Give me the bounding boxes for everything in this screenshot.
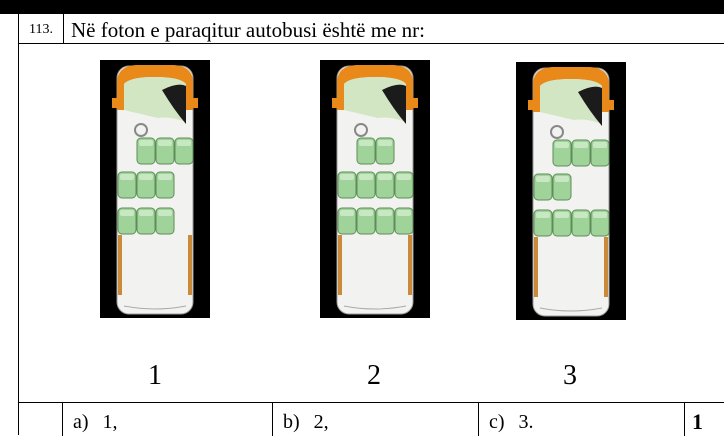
option-letter: b) — [283, 411, 300, 433]
seat-headrest — [359, 174, 373, 180]
question-header: 113. Në foton e paraqitur autobusi është… — [18, 14, 724, 44]
left-mirror — [528, 100, 533, 110]
seat-headrest — [359, 210, 373, 216]
cab-roof — [337, 65, 413, 110]
left-mirror — [332, 98, 337, 108]
seat-headrest — [378, 174, 392, 180]
bus-image-1[interactable] — [100, 60, 210, 318]
seat-headrest — [177, 140, 191, 146]
seat-headrest — [555, 176, 569, 182]
seat-headrest — [359, 140, 373, 146]
option-letter: a) — [73, 411, 89, 433]
seat-headrest — [397, 174, 411, 180]
bus-image-3[interactable] — [516, 62, 626, 320]
option-value: 3. — [518, 411, 534, 433]
seat-headrest — [158, 140, 172, 146]
seat-headrest — [574, 142, 588, 148]
seat-headrest — [120, 174, 134, 180]
seat-headrest — [139, 140, 153, 146]
cab-roof — [117, 65, 193, 110]
right-mirror — [609, 100, 614, 110]
rear-bumper — [123, 305, 187, 310]
steering-wheel — [354, 123, 368, 137]
right-mirror — [413, 98, 418, 108]
option-value: 2, — [313, 411, 329, 433]
seat-headrest — [120, 210, 134, 216]
seat-headrest — [555, 212, 569, 218]
answer-option-b[interactable]: b) 2, — [273, 403, 479, 436]
answer-blank-cell — [19, 403, 63, 436]
answer-option-c[interactable]: c) 3. — [479, 403, 685, 436]
right-door-edge — [604, 237, 608, 297]
bus-number-3: 3 — [563, 360, 577, 391]
seat-headrest — [536, 176, 550, 182]
seat-headrest — [139, 174, 153, 180]
option-letter: c) — [489, 411, 505, 433]
steering-wheel — [550, 125, 564, 139]
bus-number-2: 2 — [367, 360, 381, 391]
dark-cabin-shade — [382, 84, 406, 124]
seat-headrest — [340, 174, 354, 180]
cab-roof — [533, 67, 609, 112]
question-number: 113. — [19, 14, 64, 43]
option-value: 1, — [102, 411, 118, 433]
left-door-edge — [338, 235, 342, 295]
seat-headrest — [139, 210, 153, 216]
steering-wheel — [134, 123, 148, 137]
seat-headrest — [397, 210, 411, 216]
seat-headrest — [158, 174, 172, 180]
question-text: Në foton e paraqitur autobusi është me n… — [71, 18, 425, 42]
left-mirror — [112, 98, 117, 108]
right-mirror — [193, 98, 198, 108]
answer-row: a) 1, b) 2, c) 3. 1 — [18, 402, 724, 436]
seat-headrest — [536, 212, 550, 218]
points-value: 1 — [692, 409, 703, 434]
seat-headrest — [555, 142, 569, 148]
right-door-edge — [408, 235, 412, 295]
left-door-edge — [118, 235, 122, 295]
rear-bumper — [539, 307, 603, 312]
bus-images-area — [18, 44, 724, 402]
bus-number-1: 1 — [148, 360, 162, 391]
top-border-bar — [0, 0, 724, 14]
seat-headrest — [378, 210, 392, 216]
seat-headrest — [574, 212, 588, 218]
seat-headrest — [593, 212, 607, 218]
seat-headrest — [378, 140, 392, 146]
answer-option-a[interactable]: a) 1, — [63, 403, 273, 436]
dark-cabin-shade — [162, 84, 186, 124]
seat-headrest — [340, 210, 354, 216]
dark-cabin-shade — [578, 86, 602, 126]
rear-bumper — [343, 305, 407, 310]
right-door-edge — [188, 235, 192, 295]
seat-headrest — [593, 142, 607, 148]
left-door-edge — [534, 237, 538, 297]
seat-headrest — [158, 210, 172, 216]
bus-image-2[interactable] — [320, 60, 430, 318]
